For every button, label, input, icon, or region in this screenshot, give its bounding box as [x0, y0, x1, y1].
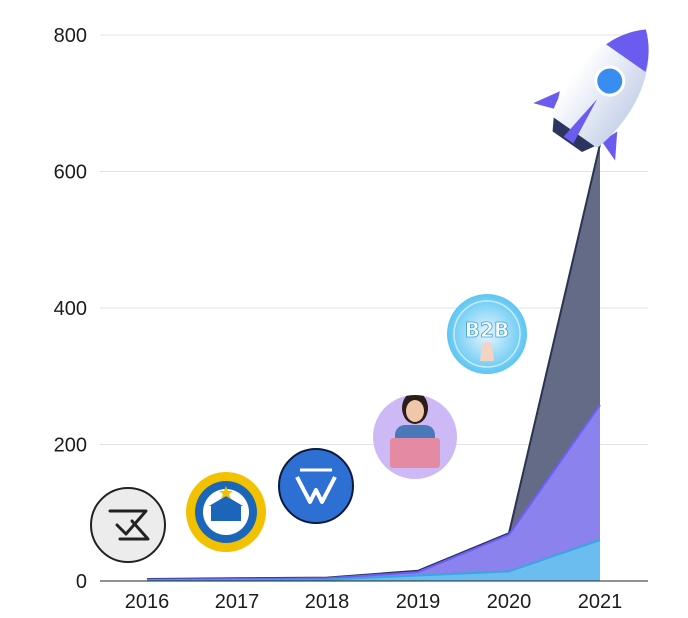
x-tick-label: 2019 — [396, 591, 441, 613]
y-tick-label: 400 — [54, 298, 87, 320]
w-logo-icon — [278, 448, 354, 524]
b2b-label: B2B — [465, 318, 509, 342]
x-tick-label: 2020 — [487, 591, 532, 613]
rocket-icon — [533, 29, 649, 161]
y-tick-label: 200 — [54, 435, 87, 457]
monogram-logo-icon — [90, 487, 166, 563]
y-tick-label: 600 — [54, 162, 87, 184]
x-tick-label: 2017 — [215, 591, 260, 613]
y-tick-label: 0 — [76, 571, 87, 593]
x-tick-label: 2018 — [305, 591, 350, 613]
woman-with-laptop-icon — [373, 395, 457, 479]
series-line — [146, 539, 601, 582]
b2b-icon: B2B — [447, 294, 527, 374]
series-areas — [146, 143, 601, 582]
series-area — [147, 540, 600, 581]
x-tick-label: 2016 — [125, 591, 170, 613]
milestone-icons: B2B — [90, 29, 649, 563]
y-tick-label: 800 — [54, 25, 87, 47]
x-tick-labels: 2016 2017 2018 2019 2020 2021 — [125, 591, 623, 613]
y-tick-labels: 0 200 400 600 800 — [54, 25, 87, 593]
x-tick-label: 2021 — [578, 591, 623, 613]
university-of-california-irvine-seal-icon — [186, 472, 266, 552]
